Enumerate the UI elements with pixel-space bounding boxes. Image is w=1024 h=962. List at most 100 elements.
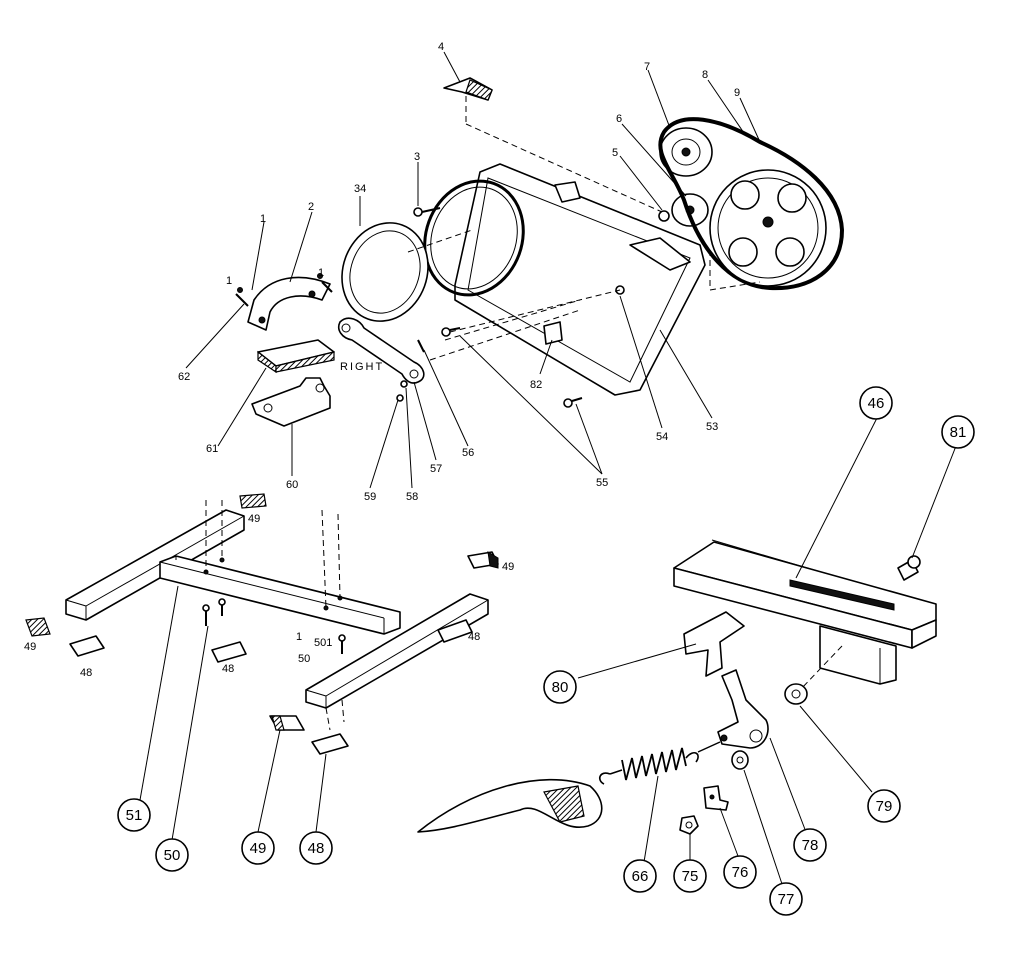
foot-pad-48-c [437,619,473,643]
label-62: 62 [178,371,190,383]
label-9: 9 [734,87,740,99]
callout-66-text: 66 [632,868,649,885]
label-1d: 1 [296,631,302,643]
part-4-cap [443,77,493,101]
callout-78-text: 78 [802,837,819,854]
part-6-pulley [671,193,709,227]
label-5: 5 [612,147,618,159]
part-5-washer [658,210,670,222]
callout-48: 48 [299,831,333,865]
part-82-plate [543,321,563,345]
label-49b: 49 [502,561,514,573]
label-53: 53 [706,421,718,433]
label-49a: 49 [248,513,260,525]
part-76-clip [703,785,729,811]
label-6: 6 [616,113,622,125]
part-77-washer [731,750,749,770]
callout-46: 46 [859,386,893,420]
label-49c: 49 [24,641,36,653]
part-58-washer [400,380,408,388]
callout-79-text: 79 [876,798,893,815]
callout-49-text: 49 [250,840,267,857]
foot-pad-48-b [211,641,247,663]
part-9-large-pulley [709,169,827,287]
label-1c: 1 [318,267,324,279]
callout-76-text: 76 [732,864,749,881]
screw-3 [413,207,441,217]
callout-77: 77 [769,882,803,916]
callout-75-text: 75 [682,868,699,885]
label-50-small: 50 [298,653,310,665]
label-8: 8 [702,69,708,81]
callout-51: 51 [117,798,151,832]
label-55: 55 [596,477,608,489]
part-34-window-ring [341,222,429,322]
callout-81: 81 [941,415,975,449]
callout-48-text: 48 [308,840,325,857]
part-57-link-arm [337,317,425,384]
bolts-50 [202,598,346,654]
part-1-screws [235,273,333,307]
callout-76: 76 [723,855,757,889]
label-501: 501 [314,637,332,649]
label-48a: 48 [80,667,92,679]
label-48c: 48 [468,631,480,643]
base-dashed-guides [205,500,345,731]
dash-79 [799,645,843,691]
end-cap-49-c [25,617,51,637]
foot-pad-48-a [69,635,105,657]
label-3: 3 [414,151,420,163]
dash-55b [444,299,581,341]
end-cap-49-b [467,551,499,569]
upper-leader-lines [185,51,761,489]
label-7: 7 [644,61,650,73]
callout-77-text: 77 [778,891,795,908]
label-4: 4 [438,41,444,53]
dash-4-b [465,123,663,213]
callout-80: 80 [543,670,577,704]
label-58: 58 [406,491,418,503]
part-56-pin [417,339,425,353]
label-56: 56 [462,447,474,459]
label-54: 54 [656,431,668,443]
part-79-washer [784,683,808,705]
part-59-screw [396,394,404,402]
part-81-screw [897,555,921,581]
label-right: RIGHT [340,361,384,373]
dash-9 [709,250,761,291]
upper-part-labels: 4 7 8 9 6 5 3 34 2 1 1 1 62 61 60 59 58 … [178,41,740,503]
label-82: 82 [530,379,542,391]
part-2-bracket [247,276,331,331]
tension-lever [717,669,769,749]
label-48b: 48 [222,663,234,675]
callout-49: 49 [241,831,275,865]
callout-50-text: 50 [164,847,181,864]
callout-51-text: 51 [126,807,143,824]
label-34: 34 [354,183,366,195]
end-cap-49-d [269,715,305,731]
dash-34 [407,229,473,253]
label-2: 2 [308,201,314,213]
housing-gasket-ring [423,179,525,297]
callout-78: 78 [793,828,827,862]
dash-56 [429,309,581,361]
label-57: 57 [430,463,442,475]
screw-55-b [563,397,583,408]
callout-79: 79 [867,789,901,823]
foot-pad-48-d [311,733,349,755]
part-53-belt-housing [454,163,706,396]
part-60-cradle [251,377,331,427]
callout-50: 50 [155,838,189,872]
label-1: 1 [260,213,266,225]
label-1b: 1 [226,275,232,287]
dash-55 [449,289,621,333]
base-stand [65,509,489,709]
part-46-table-bar [673,539,937,685]
base-small-labels: 49 49 49 48 48 48 501 50 1 [24,513,514,679]
callout-66: 66 [623,859,657,893]
blade-band [417,778,603,833]
callout-75: 75 [673,859,707,893]
callout-80-text: 80 [552,679,569,696]
part-61-pad [257,339,335,374]
callout-81-text: 81 [950,424,967,441]
